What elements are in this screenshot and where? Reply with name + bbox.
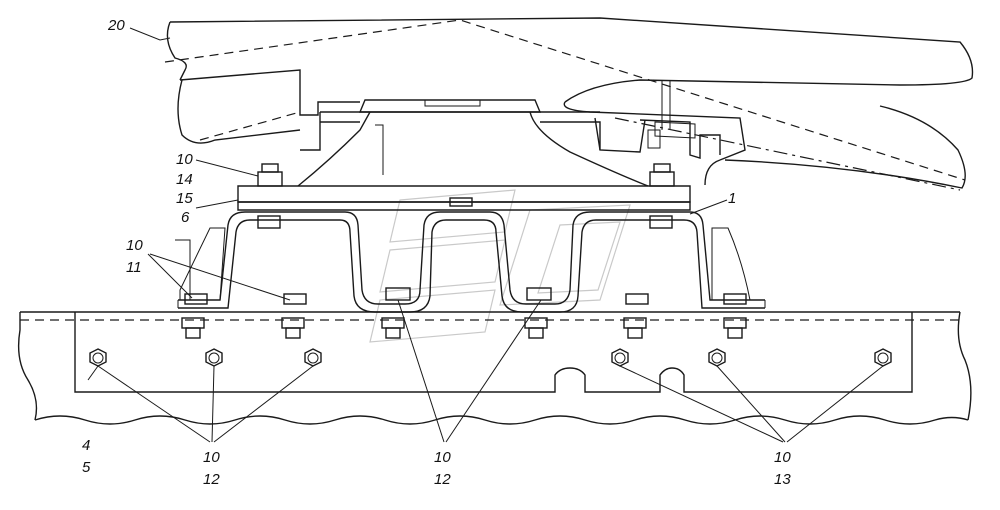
callout-12-left: 12: [203, 471, 220, 488]
rail-hex-bolts: [89, 348, 892, 367]
base-bolts: [181, 287, 747, 339]
saddle-pedestal: [297, 99, 649, 187]
mounting-plate-6: [237, 185, 691, 211]
hex-bolt: [874, 348, 892, 367]
coupling-plate-20: [164, 17, 974, 191]
callout-10-lower-left: 10: [203, 449, 220, 466]
callout-10-top: 10: [176, 151, 193, 168]
hex-bolt: [708, 348, 726, 367]
callout-10-lower-right: 10: [774, 449, 791, 466]
callout-15: 15: [176, 190, 193, 207]
callout-10-left: 10: [126, 237, 143, 254]
hex-bolt: [205, 348, 223, 367]
callout-13: 13: [774, 471, 791, 488]
callout-6: 6: [181, 209, 190, 226]
callout-5: 5: [82, 459, 91, 476]
frame-rail: [17, 311, 972, 425]
callout-10-lower-center: 10: [434, 449, 451, 466]
callout-20: 20: [107, 17, 125, 34]
callout-labels: 20 10 14 15 6 1 10 11 4 5 10 12 10 12 10…: [82, 17, 791, 488]
callout-1: 1: [728, 190, 736, 207]
callout-11: 11: [126, 259, 142, 276]
callout-4: 4: [82, 437, 90, 454]
hex-bolt: [304, 348, 322, 367]
hex-bolt: [89, 348, 107, 367]
watermark-logo: [369, 189, 631, 343]
callout-12-center: 12: [434, 471, 451, 488]
leader-lines: [87, 27, 884, 443]
callout-14: 14: [176, 171, 193, 188]
corrugated-bracket-1: [175, 211, 766, 313]
upper-bolts: [257, 163, 675, 229]
hex-bolt: [611, 348, 629, 367]
